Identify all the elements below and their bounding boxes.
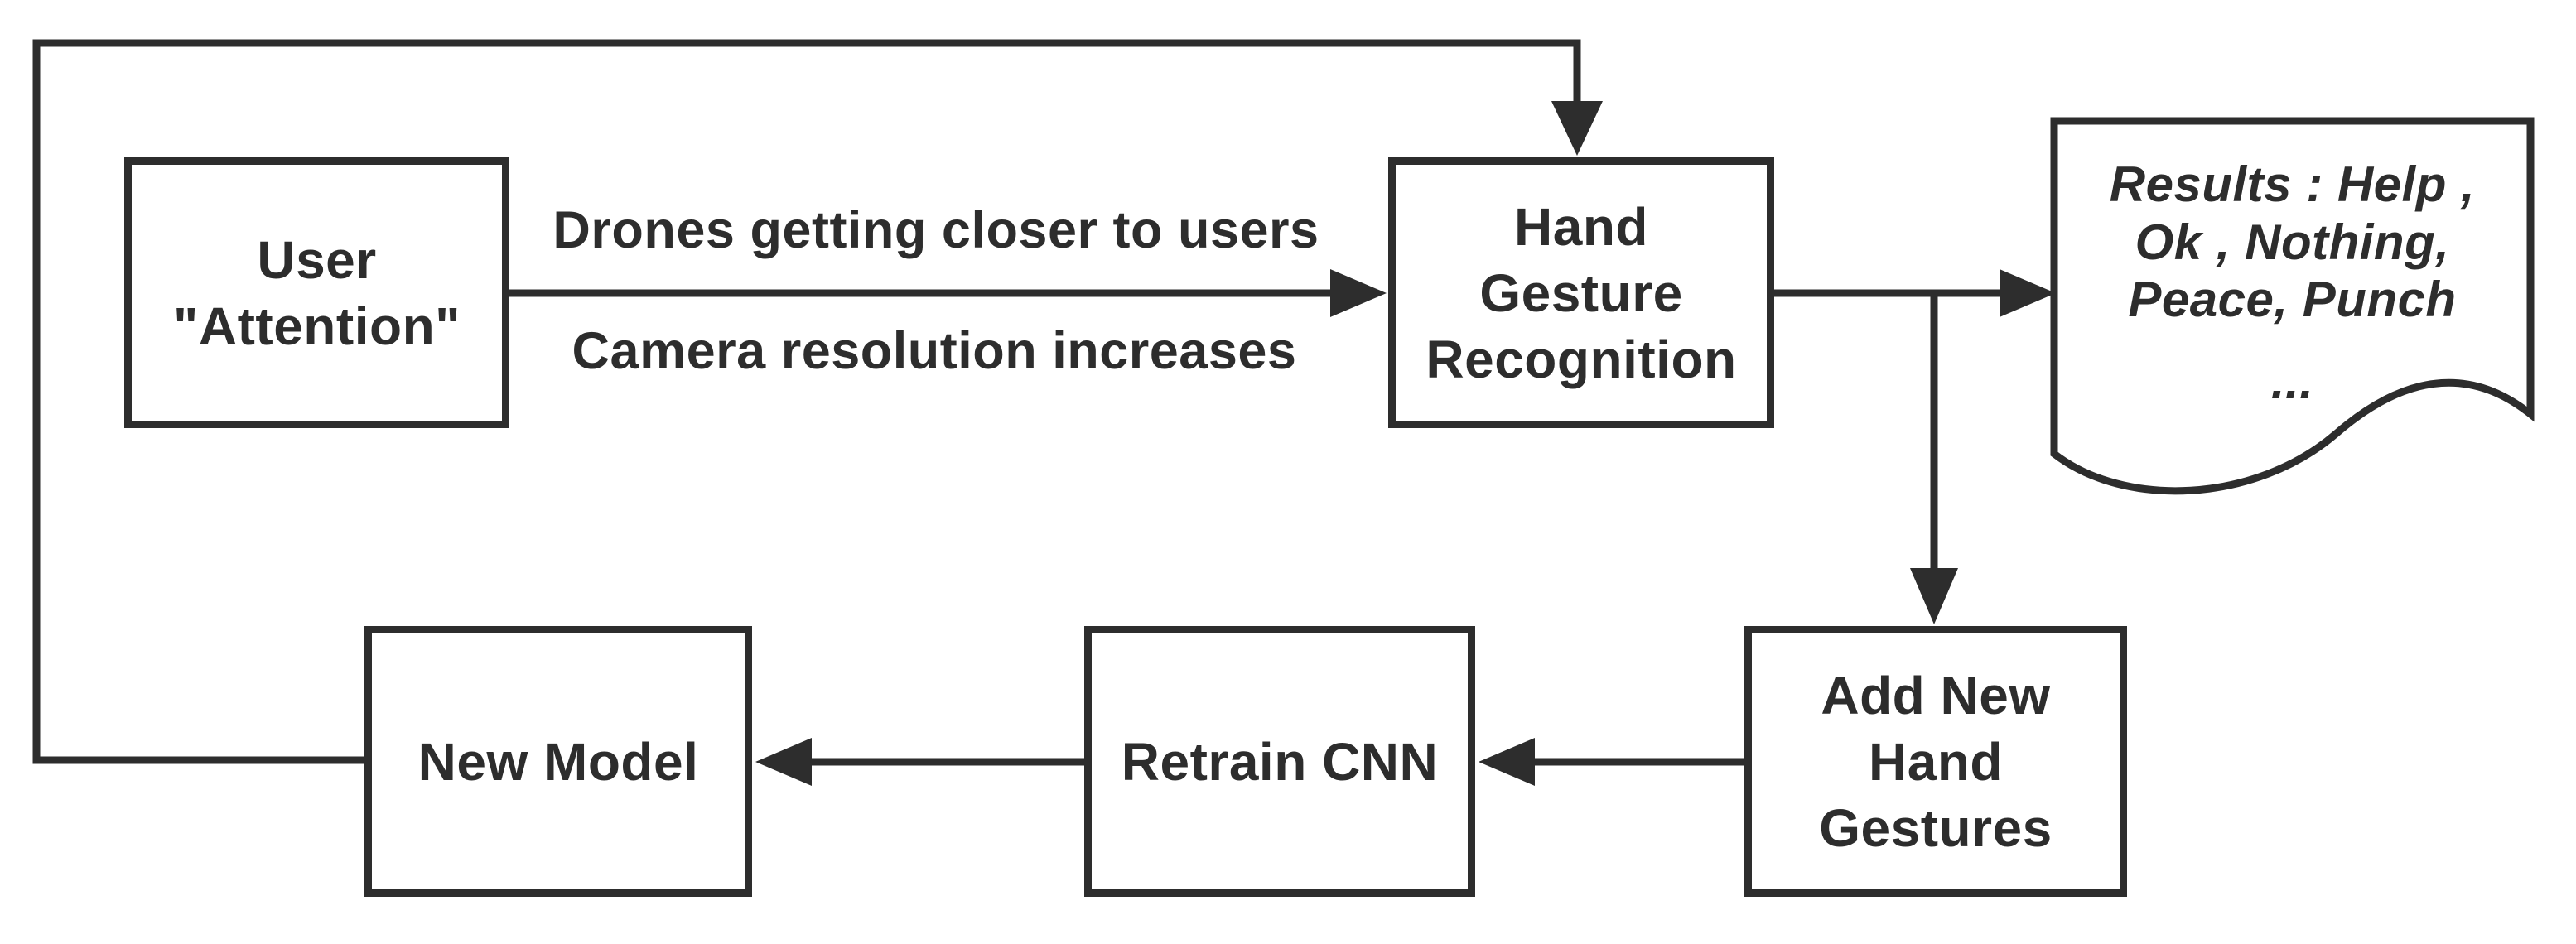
- arrowhead-into-hgr-left: [1330, 269, 1387, 317]
- arrowhead-into-results: [2000, 269, 2056, 317]
- edge-feedback-loop: [32, 39, 1581, 764]
- results-line: Ok , Nothing,: [2135, 214, 2450, 270]
- results-line: Peace, Punch: [2128, 272, 2457, 328]
- arrowhead-into-hgr-top: [1551, 101, 1603, 156]
- results-document-text: Results : Help , Ok , Nothing, Peace, Pu…: [2054, 156, 2530, 409]
- node-add-new-hand-gestures: Add New Hand Gestures: [1744, 626, 2127, 897]
- results-line: Results : Help ,: [2109, 157, 2476, 212]
- arrowhead-into-retrain: [1479, 738, 1535, 786]
- arrowhead-into-add: [1910, 568, 1958, 624]
- node-new-model: New Model: [364, 626, 752, 897]
- results-document-shape: [2050, 117, 2535, 495]
- arrowhead-into-newmodel: [755, 738, 812, 786]
- node-user-attention: User "Attention": [124, 157, 509, 428]
- edge-label-camera-resolution: Camera resolution increases: [572, 322, 1297, 380]
- node-hand-gesture-recognition: Hand Gesture Recognition: [1388, 157, 1774, 428]
- node-retrain-cnn: Retrain CNN: [1084, 626, 1475, 897]
- edge-label-drones-closer: Drones getting closer to users: [552, 201, 1319, 259]
- results-ellipsis: ...: [2270, 353, 2314, 409]
